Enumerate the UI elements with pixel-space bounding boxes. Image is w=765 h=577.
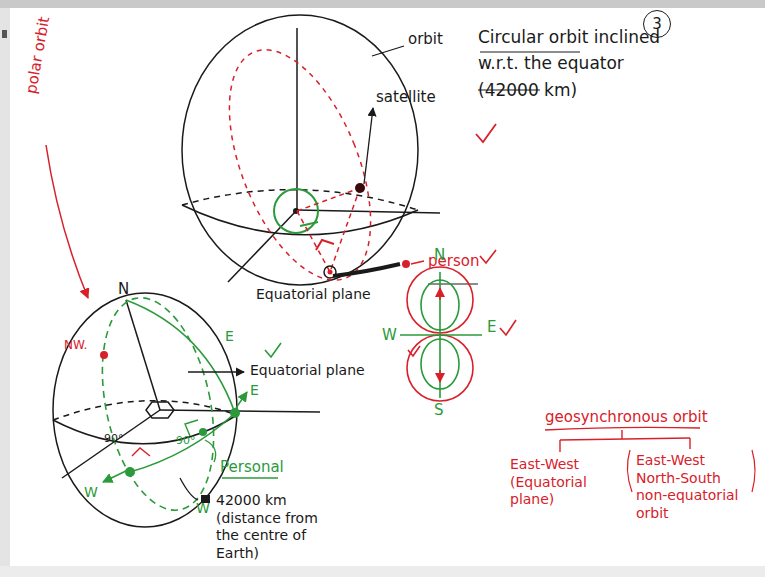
angle-mark <box>185 420 198 436</box>
inclined-orbit <box>201 30 400 300</box>
note-label: E <box>487 318 496 337</box>
compass-axis <box>400 334 482 336</box>
bracket <box>627 450 632 492</box>
underline <box>222 477 278 478</box>
check-mark <box>476 124 496 142</box>
check-mark <box>500 320 516 335</box>
note-label: Personal <box>220 458 284 477</box>
underline <box>545 427 700 430</box>
tree-line <box>621 430 622 439</box>
note-label: Equatorial plane <box>256 286 371 304</box>
note-label: NW. <box>64 338 87 353</box>
satellite-dot <box>355 183 365 193</box>
top-band <box>0 0 765 8</box>
leader-line <box>46 145 88 298</box>
polar-orbit <box>85 288 232 521</box>
note-label: S <box>434 401 444 420</box>
angle-mark <box>132 448 150 456</box>
note-label: Circular orbit inclined w.r.t. the equat… <box>478 24 670 103</box>
leader-line <box>180 478 198 500</box>
note-label: 90° <box>104 432 124 446</box>
check-mark <box>408 346 420 356</box>
direction-arrow <box>236 392 247 408</box>
check-mark <box>480 250 496 263</box>
note-label: satellite <box>376 88 436 107</box>
angle-mark <box>300 222 318 226</box>
compass-arrow <box>439 370 441 382</box>
note-label: W <box>382 326 397 345</box>
polar-orbit <box>126 300 235 413</box>
note-label: N <box>118 280 129 299</box>
note-label: orbit <box>408 30 443 49</box>
marker-dot <box>199 428 207 436</box>
bracket <box>752 450 755 492</box>
note-label: East-West (Equatorial plane) <box>510 456 622 509</box>
centre-ring <box>274 189 318 233</box>
underline <box>480 51 580 52</box>
note-label: E <box>250 382 259 400</box>
leader-line <box>411 261 424 264</box>
tree-line <box>689 438 690 449</box>
ground-point <box>328 270 333 275</box>
page-icon <box>2 30 7 38</box>
note-label: W <box>84 484 98 502</box>
underline <box>428 283 478 284</box>
leader-line <box>188 371 244 372</box>
polar-orbit <box>130 413 235 472</box>
leader-line <box>205 440 216 462</box>
note-label: W <box>196 500 210 518</box>
note-label: East-West North-South non-equatorial orb… <box>636 452 748 522</box>
tree-line <box>559 440 560 452</box>
note-label: Equatorial plane <box>250 362 365 380</box>
leader-line <box>364 108 373 184</box>
marker-dot <box>125 467 135 477</box>
tree-line <box>560 438 690 440</box>
note-label: polar orbit <box>22 15 54 95</box>
note-label: geosynchronous orbit <box>545 408 708 427</box>
compass-arrow <box>439 288 441 300</box>
bottom-band <box>0 566 765 577</box>
check-mark <box>265 343 281 357</box>
note-label: E <box>225 328 234 346</box>
earth-sphere <box>182 15 440 285</box>
person-dot <box>402 260 410 268</box>
sight-lines <box>297 188 360 272</box>
note-label: 42000 km (distance from the centre of Ea… <box>216 492 344 562</box>
note-label: N <box>434 246 445 265</box>
note-label: 90° <box>176 434 196 448</box>
ground-arc <box>333 264 400 276</box>
side-band <box>0 8 10 577</box>
marker-dot <box>100 351 108 359</box>
angle-mark <box>316 240 334 250</box>
marker-dot <box>230 408 240 418</box>
earth-sphere <box>53 293 320 527</box>
leader-line <box>372 46 404 56</box>
direction-arrow <box>103 470 128 482</box>
